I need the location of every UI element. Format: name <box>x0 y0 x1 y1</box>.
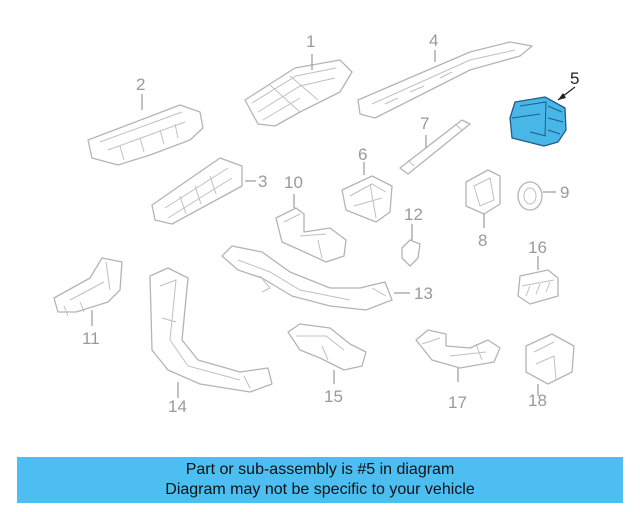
callout-6: 6 <box>358 145 367 164</box>
part-9[interactable]: 9 <box>517 181 569 211</box>
part-13[interactable]: 13 <box>221 245 433 311</box>
callout-1: 1 <box>306 32 315 51</box>
part-16[interactable]: 16 <box>517 238 559 305</box>
part-2[interactable]: 2 <box>87 75 204 166</box>
part-17[interactable]: 17 <box>415 329 501 412</box>
parts-diagram: 1 4 5 2 3 7 6 <box>53 31 579 416</box>
part-7[interactable]: 7 <box>399 114 471 175</box>
callout-8: 8 <box>478 231 487 250</box>
part-11[interactable]: 11 <box>53 257 123 348</box>
info-banner: Part or sub-assembly is #5 in diagram Di… <box>17 457 623 503</box>
part-6[interactable]: 6 <box>341 145 393 223</box>
part-18[interactable]: 18 <box>525 333 575 410</box>
callout-10: 10 <box>284 173 303 192</box>
part-8[interactable]: 8 <box>465 169 501 250</box>
callout-15: 15 <box>324 387 343 406</box>
part-12[interactable]: 12 <box>401 205 423 267</box>
callout-11: 11 <box>82 329 100 348</box>
part-5[interactable]: 5 <box>509 69 579 147</box>
callout-3: 3 <box>258 172 267 191</box>
part-1[interactable]: 1 <box>244 32 353 127</box>
part-14[interactable]: 14 <box>149 267 273 416</box>
part-15[interactable]: 15 <box>287 323 367 406</box>
callout-4: 4 <box>429 31 438 50</box>
callout-2: 2 <box>136 75 145 94</box>
callout-17: 17 <box>448 393 467 412</box>
banner-line-1: Part or sub-assembly is #5 in diagram <box>185 461 455 478</box>
callout-13: 13 <box>414 284 433 303</box>
callout-14: 14 <box>168 397 187 416</box>
banner-line-2: Diagram may not be specific to your vehi… <box>165 481 475 498</box>
part-3[interactable]: 3 <box>151 157 267 225</box>
callout-12: 12 <box>404 205 423 224</box>
callout-18: 18 <box>528 391 547 410</box>
callout-9: 9 <box>560 183 569 202</box>
callout-16: 16 <box>528 238 547 257</box>
part-10[interactable]: 10 <box>275 173 347 263</box>
callout-7: 7 <box>420 114 429 133</box>
part-4[interactable]: 4 <box>357 31 533 119</box>
callout-5: 5 <box>570 69 579 88</box>
